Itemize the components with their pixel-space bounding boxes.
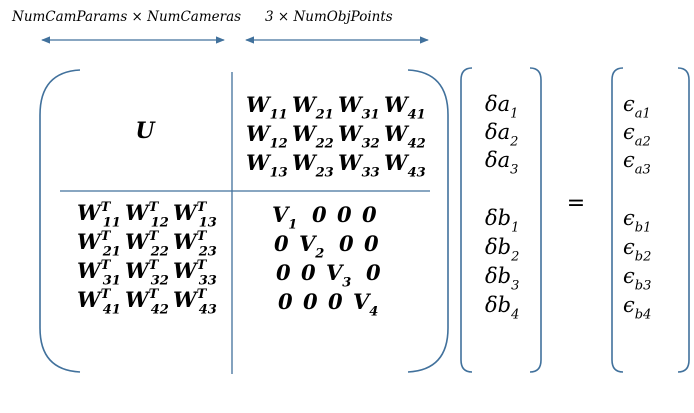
zero-entry: 0 [274, 231, 289, 256]
epsilon-b-entry: ϵb4 [623, 293, 651, 322]
matrix-left-bracket [39, 69, 81, 373]
delta-a-entry: δa2 [485, 120, 518, 149]
delta-vector-right-bracket [529, 67, 542, 373]
delta-vector-left-bracket [460, 67, 473, 373]
zero-entry: 0 [362, 202, 377, 227]
delta-b-entry: δb4 [485, 293, 519, 322]
w-term: W11 [246, 92, 288, 122]
epsilon-b-entry: ϵb2 [623, 235, 651, 264]
epsilon-vector-left-bracket [611, 67, 624, 373]
delta-a-entry: δa1 [485, 92, 518, 121]
zero-entry: 0 [312, 202, 327, 227]
epsilon-b-entry: ϵb3 [623, 264, 651, 293]
matrix-right-bracket [407, 69, 449, 373]
zero-entry: 0 [364, 231, 379, 256]
v-term: V3 [326, 260, 351, 290]
w-term: W13 [246, 150, 288, 180]
right-dimension-label: 3 × NumObjPoints [265, 9, 393, 25]
zero-entry: 0 [328, 289, 343, 314]
left-dimension-label: NumCamParams × NumCameras [11, 9, 241, 25]
epsilon-a-entry: ϵa3 [623, 148, 651, 177]
zero-entry: 0 [337, 202, 352, 227]
epsilon-a-entry: ϵa1 [623, 92, 651, 121]
epsilon-b-entry: ϵb1 [623, 206, 651, 235]
w-term: W31 [338, 92, 380, 122]
w-term: W41 [384, 92, 426, 122]
w-term: W21 [292, 92, 334, 122]
zero-entry: 0 [276, 260, 291, 285]
v-term: V4 [353, 289, 378, 319]
w-term: W12 [246, 121, 288, 151]
v-term: V2 [299, 231, 324, 261]
zero-entry: 0 [339, 231, 354, 256]
w-term: W22 [292, 121, 334, 151]
zero-entry: 0 [301, 260, 316, 285]
w-term: W43 [384, 150, 426, 180]
delta-b-entry: δb2 [485, 235, 519, 264]
epsilon-a-entry: ϵa2 [623, 120, 651, 149]
epsilon-vector-right-bracket [677, 67, 690, 373]
delta-b-entry: δb1 [485, 206, 519, 235]
equals-sign: = [567, 191, 585, 216]
zero-entry: 0 [366, 260, 381, 285]
zero-entry: 0 [278, 289, 293, 314]
zero-entry: 0 [303, 289, 318, 314]
w-term: W23 [292, 150, 334, 180]
w-term: W33 [338, 150, 380, 180]
u-block: U [135, 118, 156, 144]
delta-a-entry: δa3 [485, 148, 518, 177]
v-term: V1 [272, 202, 297, 232]
w-term: W32 [338, 121, 380, 151]
delta-b-entry: δb3 [485, 264, 519, 293]
w-term: W42 [384, 121, 426, 151]
